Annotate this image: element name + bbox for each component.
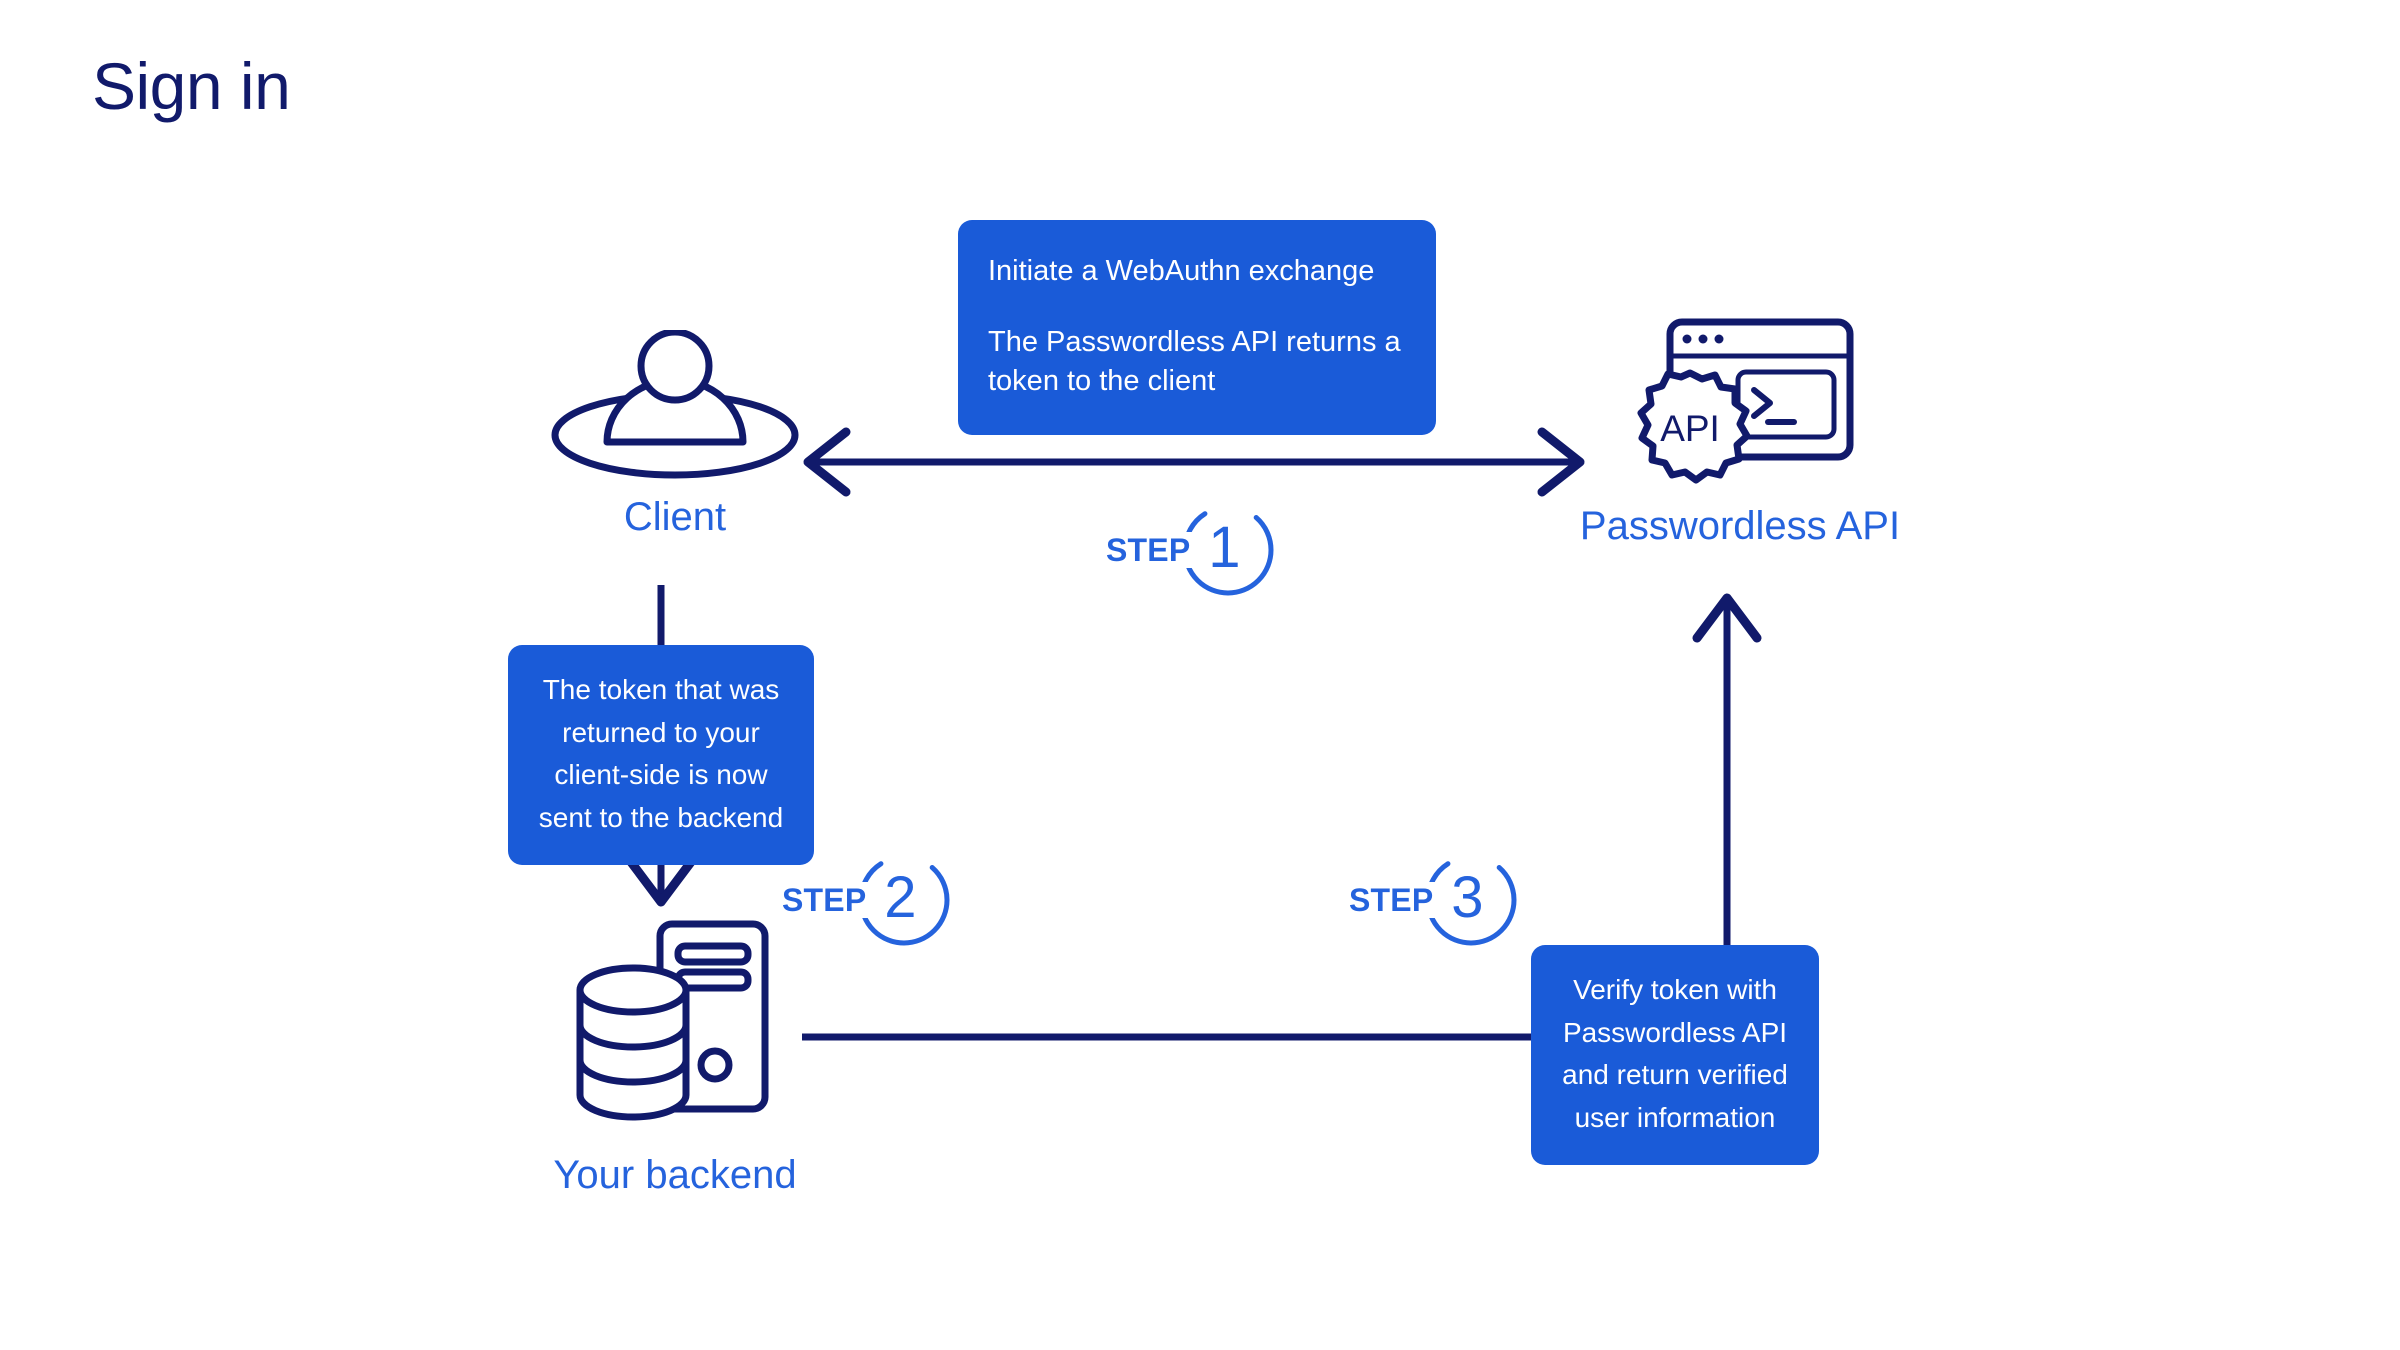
callout-1-line-2: The Passwordless API returns a token to … xyxy=(988,326,1401,398)
callout-verify-token: Verify token with Passwordless API and r… xyxy=(1531,945,1819,1166)
node-client[interactable]: Client xyxy=(520,328,830,539)
connector-callout-api xyxy=(1692,593,1762,960)
step-1-ring: 1 xyxy=(1180,502,1276,598)
step-2-word: STEP xyxy=(782,882,869,918)
callout-1-line-1: Initiate a WebAuthn exchange xyxy=(988,255,1375,287)
person-in-ellipse-icon xyxy=(520,328,830,485)
step-1-word: STEP xyxy=(1106,532,1193,568)
node-api[interactable]: API Passwordless API xyxy=(1555,310,1925,548)
step-2-ring: 2 xyxy=(856,852,952,948)
step-3-ring: 3 xyxy=(1423,852,1519,948)
page-title: Sign in xyxy=(92,49,291,123)
node-client-label: Client xyxy=(623,495,727,539)
node-api-label: Passwordless API xyxy=(1579,504,1901,548)
svg-text:API: API xyxy=(1660,408,1720,449)
connector-client-api xyxy=(803,427,1585,497)
callout-token-to-backend: The token that was returned to your clie… xyxy=(508,645,814,866)
node-backend-label: Your backend xyxy=(553,1153,797,1197)
step-badge-3: STEP 3 xyxy=(1349,845,1519,955)
callout-3-line-1: Verify token with Passwordless API and r… xyxy=(1562,974,1788,1133)
step-2-number: 2 xyxy=(884,865,917,930)
step-badge-1: STEP 1 xyxy=(1106,495,1276,605)
step-3-word: STEP xyxy=(1349,882,1436,918)
callout-2-line-1: The token that was returned to your clie… xyxy=(538,674,784,833)
api-gear-terminal-icon: API xyxy=(1555,310,1925,500)
step-1-number: 1 xyxy=(1208,515,1241,580)
callout-initiate-webauthn: Initiate a WebAuthn exchange The Passwor… xyxy=(958,220,1436,436)
step-badge-2: STEP 2 xyxy=(782,845,952,955)
step-3-number: 3 xyxy=(1451,865,1484,930)
server-database-icon xyxy=(520,910,830,1135)
node-backend[interactable]: Your backend xyxy=(520,910,830,1197)
